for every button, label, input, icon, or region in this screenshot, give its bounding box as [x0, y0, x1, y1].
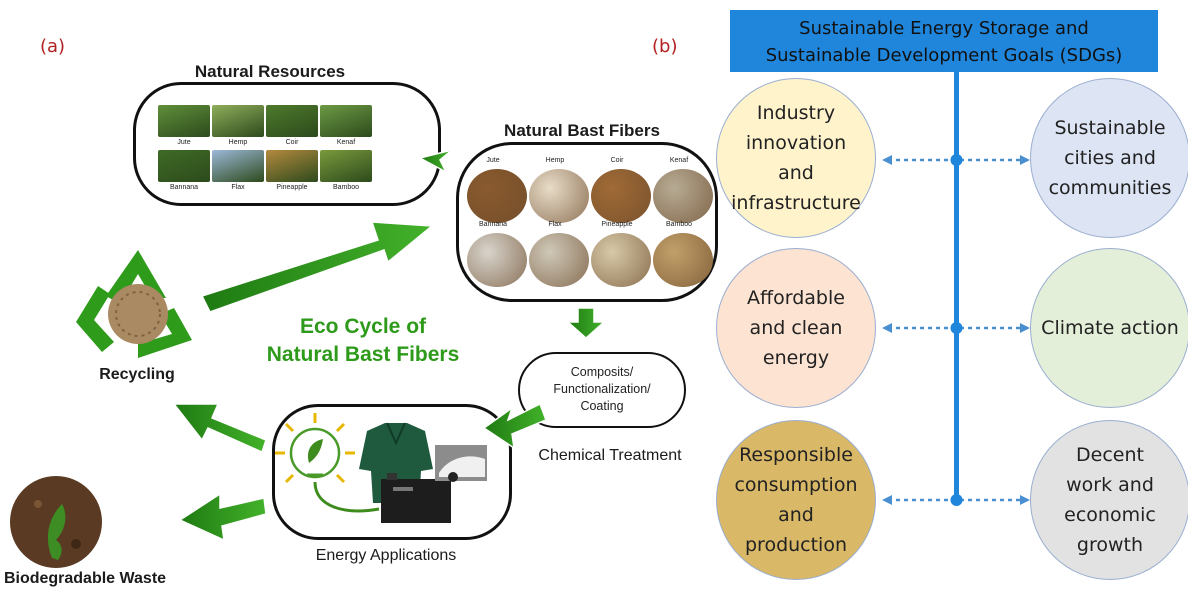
sdg-header: Sustainable Energy Storage and Sustainab…: [730, 10, 1158, 72]
sdg-goal-circle: Industry innovation and infrastructure: [716, 78, 876, 238]
sdg-goal-line: energy: [762, 347, 830, 369]
sdg-goal-line: Responsible: [739, 444, 853, 466]
energy-applications-illustration: [275, 413, 487, 523]
sdg-goal-line: Affordable: [747, 287, 845, 309]
sdg-goal-line: infrastructure: [731, 192, 861, 214]
fiber-image: [467, 233, 527, 287]
sdg-goal-line: communities: [1048, 177, 1172, 199]
eco-cycle-title-line-2: Natural Bast Fibers: [266, 343, 460, 366]
leaf-footprint-icon: [47, 504, 66, 560]
resource-image: [212, 150, 264, 182]
sdg-goal-text: Industry innovation and infrastructure: [731, 98, 861, 218]
sdg-goal-circle: Sustainable cities and communities: [1030, 78, 1188, 238]
sdg-goal-line: and: [778, 162, 814, 184]
arrow-fibers-to-treatment: [566, 307, 606, 340]
resource-image: [320, 105, 372, 137]
fiber-label: Kenaf: [669, 157, 689, 164]
sdg-goal-line: Industry: [756, 102, 836, 124]
sdg-header-line-2: Sustainable Development Goals (SDGs): [765, 45, 1123, 66]
junction-row-2: [950, 322, 963, 334]
eco-cycle-title-line-1: Eco Cycle of: [299, 315, 427, 338]
sdg-goal-line: economic: [1064, 504, 1156, 526]
natural-resources-heading: Natural Resources: [194, 62, 346, 81]
resource-label: Coir: [285, 139, 299, 146]
lightbulb-icon: [275, 413, 355, 484]
junction-row-1: [950, 154, 963, 166]
sdg-goal-line: production: [744, 534, 848, 556]
fiber-image: [653, 233, 713, 287]
recycling-label: Recycling: [99, 366, 175, 383]
sdg-goal-circle: Climate action: [1030, 248, 1188, 408]
resource-label: Flax: [231, 184, 245, 191]
fiber-label: Bannana: [478, 221, 508, 228]
power-cable: [313, 481, 380, 513]
treatment-line-1: Composits/: [570, 365, 634, 379]
sdg-goal-line: growth: [1076, 534, 1144, 556]
sdg-goal-line: Decent: [1076, 444, 1144, 466]
sdg-goal-text: Affordable and clean energy: [747, 283, 845, 373]
fiber-label: Hemp: [545, 157, 565, 164]
resource-label: Bannana: [169, 184, 199, 191]
sdg-goal-text: Sustainable cities and communities: [1049, 113, 1172, 203]
sdg-header-line-1: Sustainable Energy Storage and: [799, 18, 1089, 39]
fiber-image: [467, 169, 527, 223]
sdg-goal-circle: Decent work and economic growth: [1030, 420, 1188, 580]
fiber-label: Coir: [610, 157, 624, 164]
energy-applications-label: Energy Applications: [315, 547, 457, 564]
arrow-recycling-to-fibers: [200, 221, 434, 313]
sdg-goal-line: and: [778, 504, 814, 526]
bast-fibers-heading: Natural Bast Fibers: [504, 121, 660, 140]
fiber-label: Flax: [548, 221, 562, 228]
fiber-image: [653, 169, 713, 223]
eco-cycle-title: Eco Cycle of Natural Bast Fibers: [238, 313, 488, 369]
fiber-image: [591, 233, 651, 287]
sdg-goal-circle: Responsible consumption and production: [716, 420, 876, 580]
resource-image: [158, 105, 210, 137]
sdg-goal-line: work and: [1066, 474, 1154, 496]
resource-image: [212, 105, 264, 137]
resource-label: Bamboo: [332, 184, 360, 191]
fiber-label: Bamboo: [665, 221, 693, 228]
panel-a-label: (a): [40, 36, 66, 57]
biodegradable-waste-icon: [10, 476, 102, 568]
resource-label: Hemp: [228, 139, 248, 146]
chemical-treatment-label: Chemical Treatment: [538, 447, 682, 464]
resource-label: Kenaf: [336, 139, 356, 146]
resource-image: [158, 150, 210, 182]
sdg-goal-line: consumption: [734, 474, 858, 496]
resource-label: Jute: [177, 139, 191, 146]
sdg-goal-line: innovation: [745, 132, 847, 154]
resource-image: [266, 150, 318, 182]
fiber-image: [529, 169, 589, 223]
sdg-goal-line: Sustainable: [1054, 117, 1166, 139]
fiber-image: [591, 169, 651, 223]
fiber-label: Pineapple: [601, 221, 633, 228]
resource-image: [320, 150, 372, 182]
sdg-goal-line: cities and: [1064, 147, 1156, 169]
recycle-icon: [76, 250, 192, 358]
junction-row-3: [950, 494, 963, 506]
panel-b-label: (b): [652, 36, 678, 57]
sdg-goal-text: Climate action: [1041, 313, 1179, 343]
fiber-label: Jute: [486, 157, 500, 164]
sdg-goal-circle: Affordable and clean energy: [716, 248, 876, 408]
fiber-image: [529, 233, 589, 287]
sdg-goal-line: and clean: [749, 317, 843, 339]
arrow-energy-to-recycling: [172, 403, 267, 454]
car-icon: [435, 445, 487, 482]
resource-label: Pineapple: [276, 184, 308, 191]
treatment-line-2: Functionalization/: [553, 382, 651, 396]
treatment-oval: Composits/ Functionalization/ Coating: [518, 352, 686, 428]
biodegradable-waste-label: Biodegradable Waste: [3, 570, 167, 587]
energy-applications-oval: [272, 404, 512, 540]
sdg-goal-text: Responsible consumption and production: [734, 440, 857, 560]
resource-image: [266, 105, 318, 137]
sdg-goal-text: Decent work and economic growth: [1064, 440, 1156, 560]
sdg-spine: [954, 72, 959, 504]
arrow-energy-to-waste: [178, 492, 267, 542]
treatment-line-3: Coating: [580, 399, 624, 413]
sdg-goal-line: Climate action: [1041, 317, 1179, 339]
